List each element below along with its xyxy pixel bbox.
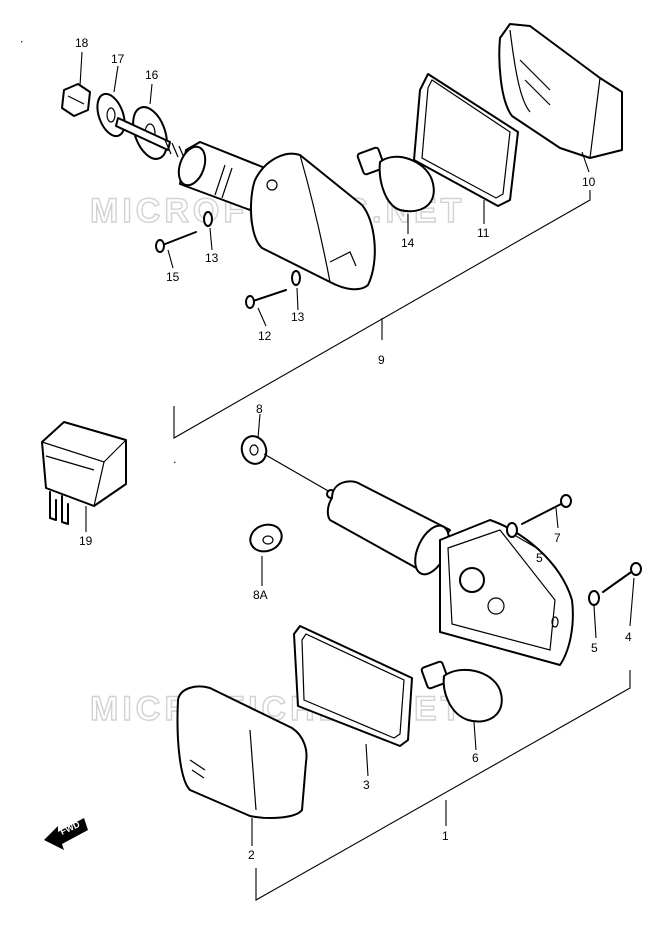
label-7: 7 — [554, 531, 561, 545]
screw-part-4 — [602, 562, 642, 593]
label-4: 4 — [625, 630, 632, 644]
label-11: 11 — [477, 226, 490, 240]
bulb-part-14 — [356, 146, 435, 213]
gasket-part-11 — [413, 73, 519, 207]
turn-signal-housing-part-9 — [250, 152, 376, 291]
relay-part-19 — [41, 421, 127, 525]
screw-part-7 — [521, 494, 572, 525]
washer-part-13-upper — [203, 211, 213, 227]
part-labels: 18 17 16 15 13 12 13 14 11 10 9 8 8A 19 … — [75, 36, 632, 862]
nut-part-18 — [61, 83, 91, 117]
grommet-part-8 — [240, 435, 268, 465]
washer-part-8a — [249, 523, 283, 553]
screw-part-15 — [155, 231, 197, 253]
label-12: 12 — [258, 329, 272, 343]
lens-part-10 — [498, 23, 623, 159]
label-16: 16 — [145, 68, 159, 82]
label-1: 1 — [442, 829, 449, 843]
label-3: 3 — [363, 778, 370, 792]
gasket-part-3 — [293, 625, 413, 747]
washer-part-17 — [96, 92, 126, 138]
label-8a: 8A — [253, 588, 268, 602]
label-13-upper: 13 — [205, 251, 219, 265]
label-15: 15 — [166, 270, 180, 284]
washer-part-13-lower — [291, 270, 301, 286]
leader-lines — [79, 51, 635, 901]
washer-part-5-upper — [506, 522, 518, 538]
upper-turn-signal-assembly — [21, 23, 623, 309]
label-10: 10 — [582, 175, 596, 189]
washer-part-5-lower — [588, 590, 600, 606]
bulb-part-6 — [420, 660, 503, 723]
label-5-lower: 5 — [591, 641, 598, 655]
label-14: 14 — [401, 236, 415, 250]
lens-part-2 — [176, 685, 308, 819]
label-2: 2 — [248, 848, 255, 862]
label-13-lower: 13 — [291, 310, 305, 324]
label-9: 9 — [378, 353, 385, 367]
label-17: 17 — [111, 52, 125, 66]
label-5-upper: 5 — [536, 551, 543, 565]
label-8: 8 — [256, 402, 263, 416]
screw-part-12 — [245, 289, 287, 309]
turn-signal-housing-part-1 — [439, 519, 574, 666]
label-19: 19 — [79, 534, 93, 548]
label-6: 6 — [472, 751, 479, 765]
label-18: 18 — [75, 36, 89, 50]
lower-turn-signal-assembly — [41, 421, 642, 819]
forward-arrow-icon: FWD — [44, 818, 88, 850]
